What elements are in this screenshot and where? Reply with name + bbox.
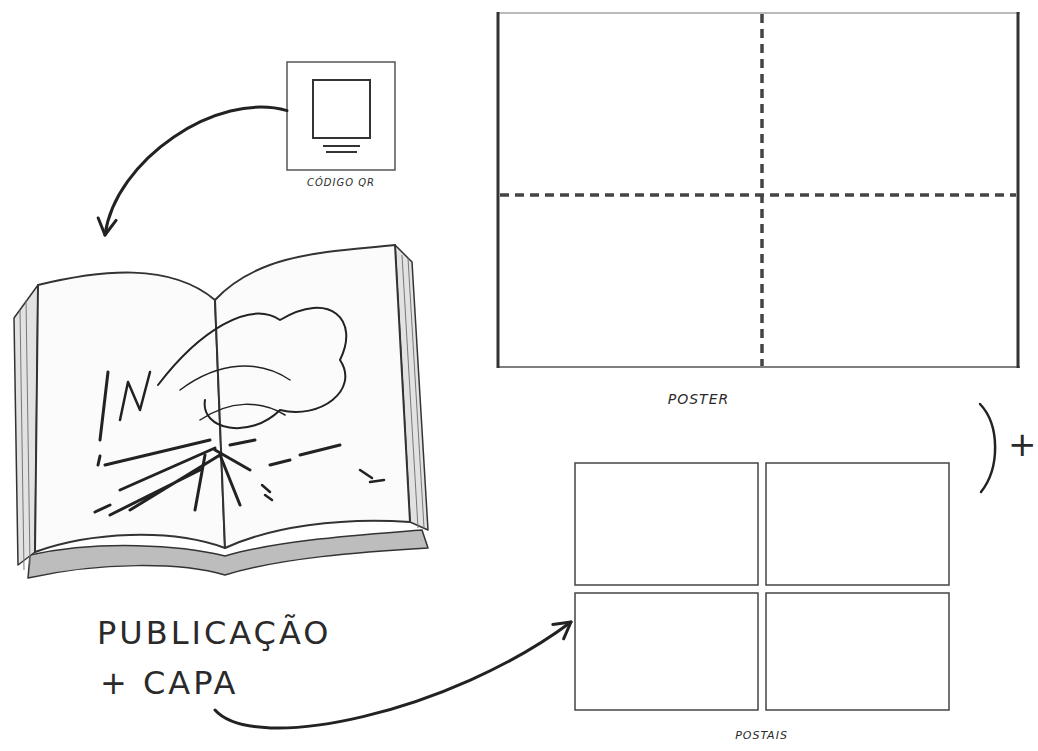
book-illustration (14, 245, 428, 578)
postcard-grid (575, 463, 949, 710)
qr-code-box: CÓDIGO QR (287, 62, 395, 170)
text-label: CÓDIGO QR (307, 178, 375, 188)
poster-node: POSTER (497, 12, 1020, 368)
curved-arrow (105, 107, 287, 235)
poster-label: POSTER (668, 392, 729, 406)
title-label: + CAPA (100, 667, 238, 699)
plus-sign: + (1008, 427, 1037, 461)
postcards-node: POSTAIS (573, 462, 950, 710)
title-label: PUBLICAÇÃO (97, 617, 331, 649)
postcards-label: POSTAIS (735, 730, 788, 741)
qr-icon (287, 62, 395, 170)
poster-sheet (497, 12, 1020, 368)
publication-node: PUBLICAÇÃO + CAPA (10, 235, 435, 710)
bracket (980, 404, 995, 492)
